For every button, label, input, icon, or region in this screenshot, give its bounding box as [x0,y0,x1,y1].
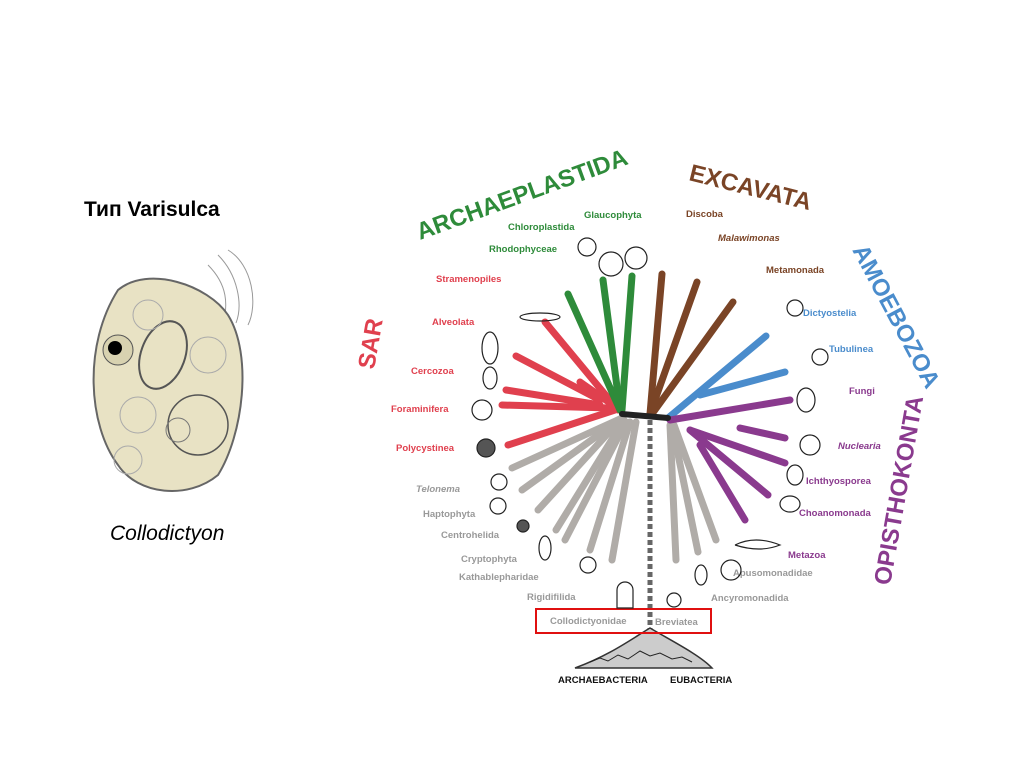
label-rhodophyceae: Rhodophyceae [489,244,557,255]
bacteria-mound-texture [589,650,693,663]
branches-sar [498,318,624,449]
supergroup-excavata: EXCAVATA [687,160,815,216]
highlight-box [535,608,712,634]
label-kathablepharidae: Kathablepharidae [459,572,539,583]
label-cercozoa: Cercozoa [411,366,454,377]
label-metazoa: Metazoa [788,550,826,561]
branches-other-left [508,414,640,564]
branches-opisthokonta [666,396,794,524]
label-telonema: Telonema [416,484,460,495]
label-fungi: Fungi [849,386,875,397]
supergroup-opisthokonta: OPISTHOKONTA [869,394,929,587]
label-dictyostelia: Dictyostelia [803,308,857,319]
supergroup-amoebozoa: AMOEBOZOA [847,240,945,393]
organism-icons [471,237,829,609]
label-haptophyta: Haptophyta [423,509,476,520]
label-centrohelida: Centrohelida [441,530,500,541]
label-discoba: Discoba [686,209,724,220]
label-breviatea: Breviatea [655,617,698,628]
label-metamonada: Metamonada [766,265,825,276]
branches-archaeplastida [564,272,636,414]
label-chloroplastida: Chloroplastida [508,222,575,233]
label-polycystinea: Polycystinea [396,443,455,454]
label-tubulinea: Tubulinea [829,344,874,355]
label-alveolata: Alveolata [432,317,475,328]
branches-excavata [646,270,737,418]
branches-amoebozoa [664,332,789,422]
slide-title: Тип Varisulca [84,198,220,221]
label-malawimonas: Malawimonas [718,233,780,244]
label-stramenopiles: Stramenopiles [436,274,501,285]
supergroup-sar: SAR [353,316,388,371]
label-cryptophyta: Cryptophyta [461,554,518,565]
label-eubacteria: EUBACTERIA [670,675,732,686]
label-nuclearia: Nuclearia [838,441,881,452]
label-ichthyosporea: Ichthyosporea [806,476,872,487]
label-choanomonada: Choanomonada [799,508,871,519]
label-ancyromonadida: Ancyromonadida [711,593,789,604]
label-apusomonadidae: Apusomonadidae [733,568,813,579]
label-rigidifilida: Rigidifilida [527,592,576,603]
label-collodictyonidae: Collodictyonidae [550,616,627,627]
collodictyon-illustration [92,249,254,492]
label-glaucophyta: Glaucophyta [584,210,642,221]
label-archaebacteria: ARCHAEBACTERIA [558,675,648,686]
branches-other-right [666,421,720,564]
organism-caption: Collodictyon [110,522,225,545]
root-connector [619,411,671,421]
label-foraminifera: Foraminifera [391,404,449,415]
